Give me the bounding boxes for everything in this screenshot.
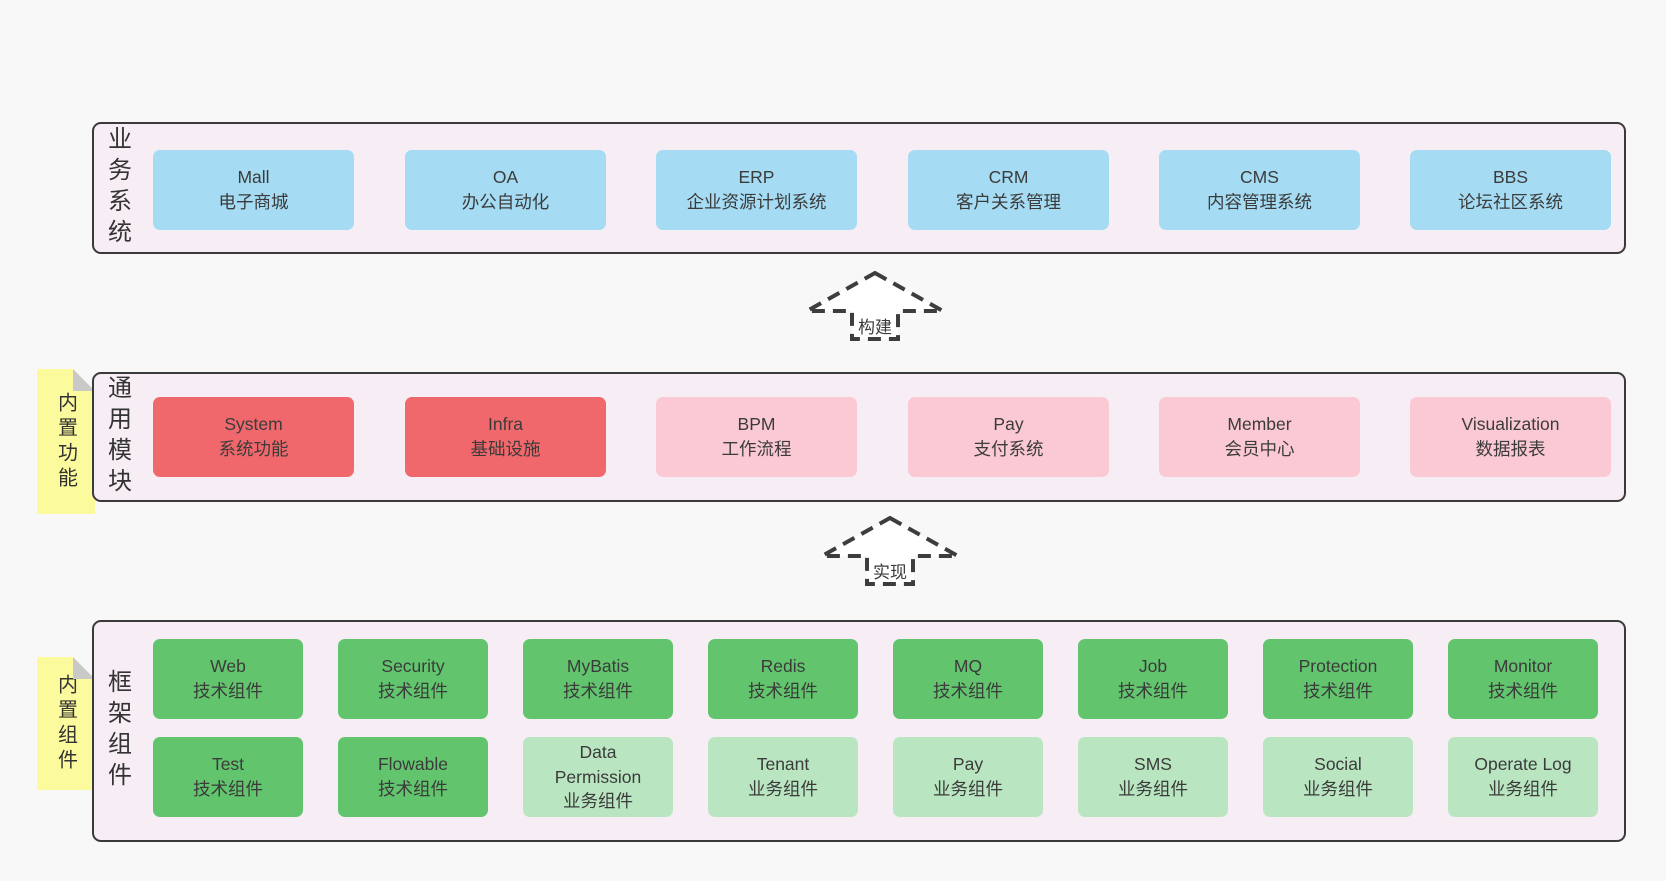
- box-title: Operate Log: [1474, 754, 1572, 775]
- box-subtitle: 技术组件: [193, 779, 263, 799]
- box-data-permission: Data Permission 业务组件: [523, 737, 673, 817]
- box-pay-component: Pay 业务组件: [893, 737, 1043, 817]
- box-subtitle: 业务组件: [748, 779, 818, 799]
- components-sticky-label: 内置组件: [54, 673, 77, 774]
- box-monitor: Monitor 技术组件: [1448, 639, 1598, 719]
- box-subtitle: 基础设施: [470, 439, 541, 459]
- box-subtitle: 企业资源计划系统: [686, 192, 827, 212]
- box-title: System: [224, 414, 283, 435]
- box-oa: OA 办公自动化: [405, 150, 606, 230]
- box-title: Pay: [993, 414, 1024, 435]
- box-title: CRM: [988, 167, 1029, 188]
- business-layer-label: 业务系统: [103, 126, 131, 250]
- box-subtitle: 办公自动化: [461, 192, 550, 212]
- box-infra: Infra 基础设施: [405, 397, 606, 477]
- box-subtitle: 工作流程: [721, 439, 792, 459]
- implement-arrow: 实现: [820, 516, 960, 586]
- box-title: SMS: [1134, 754, 1172, 775]
- box-subtitle: 业务组件: [1303, 779, 1373, 799]
- box-title: OA: [492, 167, 519, 188]
- box-crm: CRM 客户关系管理: [908, 150, 1109, 230]
- box-redis: Redis 技术组件: [708, 639, 858, 719]
- implement-arrow-label: 实现: [873, 563, 907, 582]
- box-title: MQ: [953, 656, 983, 677]
- box-title: ERP: [738, 167, 775, 188]
- box-pay-module: Pay 支付系统: [908, 397, 1109, 477]
- box-tenant: Tenant 业务组件: [708, 737, 858, 817]
- box-subtitle: 业务组件: [563, 791, 633, 812]
- box-subtitle: 会员中心: [1224, 439, 1295, 459]
- box-test: Test 技术组件: [153, 737, 303, 817]
- box-title: Mall: [237, 167, 270, 188]
- modules-layer-label: 通用模块: [103, 375, 131, 499]
- box-protection: Protection 技术组件: [1263, 639, 1413, 719]
- box-bpm: BPM 工作流程: [656, 397, 857, 477]
- box-subtitle: 技术组件: [563, 681, 633, 701]
- box-subtitle: 技术组件: [933, 681, 1003, 701]
- build-arrow-label: 构建: [858, 318, 892, 337]
- box-title: Infra: [487, 414, 524, 435]
- box-title: MyBatis: [566, 656, 630, 677]
- box-title: Job: [1138, 656, 1168, 677]
- build-arrow: 构建: [805, 271, 945, 341]
- modules-sticky-note: 内置功能: [37, 369, 95, 514]
- components-layer-label: 框架组件: [103, 669, 131, 793]
- box-title: Pay: [952, 754, 984, 775]
- box-subtitle: 数据报表: [1475, 439, 1546, 459]
- box-web: Web 技术组件: [153, 639, 303, 719]
- box-title: Visualization: [1461, 414, 1560, 435]
- box-member: Member 会员中心: [1159, 397, 1360, 477]
- box-mall: Mall 电子商城: [153, 150, 354, 230]
- box-title: Web: [210, 656, 246, 677]
- box-sms: SMS 业务组件: [1078, 737, 1228, 817]
- box-title: Protection: [1298, 656, 1378, 677]
- box-title: Security: [381, 656, 445, 677]
- box-subtitle: 电子商城: [218, 192, 289, 212]
- components-sticky-note: 内置组件: [37, 657, 95, 790]
- box-subtitle: 技术组件: [1488, 681, 1558, 701]
- box-title: Flowable: [377, 754, 449, 775]
- box-subtitle: 技术组件: [193, 681, 263, 701]
- box-subtitle: 业务组件: [1488, 779, 1558, 799]
- box-subtitle: 技术组件: [378, 779, 448, 799]
- modules-sticky-label: 内置功能: [54, 391, 77, 492]
- box-subtitle: 内容管理系统: [1207, 192, 1312, 212]
- up-arrow-icon: [805, 271, 945, 341]
- box-title: BBS: [1492, 167, 1529, 188]
- box-mq: MQ 技术组件: [893, 639, 1043, 719]
- box-title: Member: [1227, 414, 1292, 435]
- box-subtitle: 技术组件: [1303, 681, 1373, 701]
- box-subtitle: 技术组件: [1118, 681, 1188, 701]
- box-title: Monitor: [1493, 656, 1553, 677]
- box-title: Data Permission: [554, 741, 642, 787]
- box-subtitle: 论坛社区系统: [1458, 192, 1563, 212]
- box-subtitle: 业务组件: [933, 779, 1003, 799]
- up-arrow-icon: [820, 516, 960, 586]
- box-mybatis: MyBatis 技术组件: [523, 639, 673, 719]
- box-title: Test: [211, 754, 245, 775]
- box-cms: CMS 内容管理系统: [1159, 150, 1360, 230]
- box-title: Redis: [760, 656, 806, 677]
- box-social: Social 业务组件: [1263, 737, 1413, 817]
- box-operate-log: Operate Log 业务组件: [1448, 737, 1598, 817]
- box-bbs: BBS 论坛社区系统: [1410, 150, 1611, 230]
- box-title: BPM: [737, 414, 776, 435]
- box-flowable: Flowable 技术组件: [338, 737, 488, 817]
- box-subtitle: 系统功能: [218, 439, 289, 459]
- box-subtitle: 客户关系管理: [956, 192, 1061, 212]
- box-title: Tenant: [756, 754, 810, 775]
- box-subtitle: 技术组件: [748, 681, 818, 701]
- box-subtitle: 技术组件: [378, 681, 448, 701]
- box-subtitle: 支付系统: [973, 439, 1044, 459]
- box-title: Social: [1314, 754, 1362, 775]
- box-subtitle: 业务组件: [1118, 779, 1188, 799]
- box-system: System 系统功能: [153, 397, 354, 477]
- box-title: CMS: [1240, 167, 1279, 188]
- box-job: Job 技术组件: [1078, 639, 1228, 719]
- box-security: Security 技术组件: [338, 639, 488, 719]
- box-erp: ERP 企业资源计划系统: [656, 150, 857, 230]
- box-visualization: Visualization 数据报表: [1410, 397, 1611, 477]
